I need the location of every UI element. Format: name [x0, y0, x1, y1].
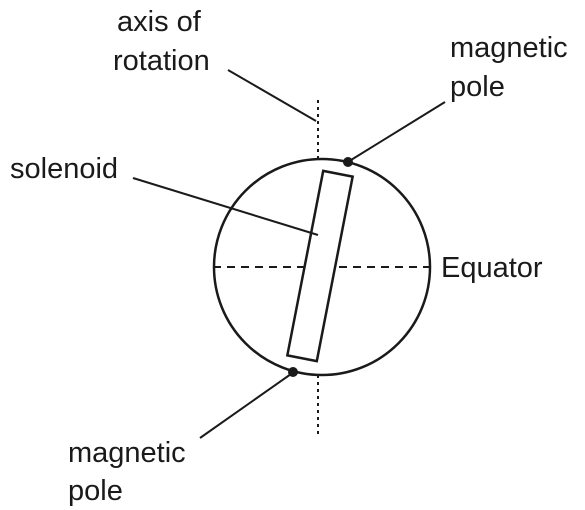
- axis-label-line1: axis of: [117, 6, 202, 38]
- axis-label-line2: rotation: [113, 45, 210, 77]
- pole-top-label-line2: pole: [450, 71, 505, 103]
- pole-top-label-line1: magnetic: [450, 32, 568, 64]
- axis-leader-line: [227, 69, 317, 122]
- pole-top-leader-line: [350, 101, 446, 161]
- pole-bottom-leader-line: [199, 373, 292, 439]
- equator-label: Equator: [441, 252, 543, 284]
- pole-bottom-label-line2: pole: [68, 475, 123, 507]
- solenoid-leader-line: [132, 177, 319, 236]
- pole-bottom-label-line1: magnetic: [68, 437, 186, 469]
- magnetic-pole-top-dot: [343, 157, 353, 167]
- solenoid-bar: [285, 169, 355, 363]
- solenoid-label: solenoid: [10, 153, 118, 185]
